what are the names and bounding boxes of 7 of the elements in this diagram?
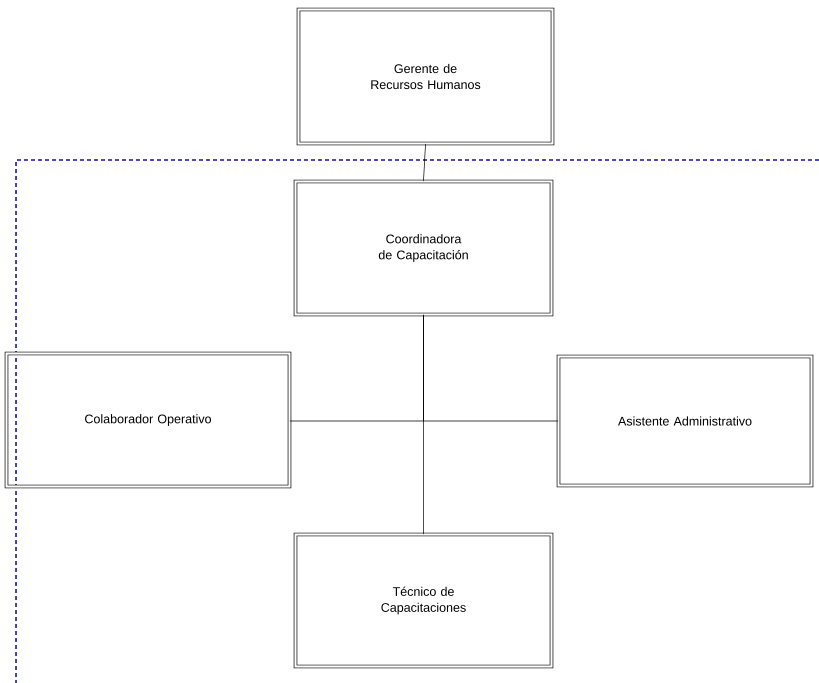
connector-line: [423, 314, 424, 534]
connector-line: [423, 144, 426, 182]
position-box: Coordinadora de Capacitación: [294, 180, 554, 316]
position-box: Gerente de Recursos Humanos: [296, 8, 554, 146]
position-box: Colaborador Operativo: [4, 352, 292, 488]
position-box: Técnico de Capacitaciones: [294, 532, 554, 668]
position-box: Asistente Administrativo: [556, 354, 814, 488]
